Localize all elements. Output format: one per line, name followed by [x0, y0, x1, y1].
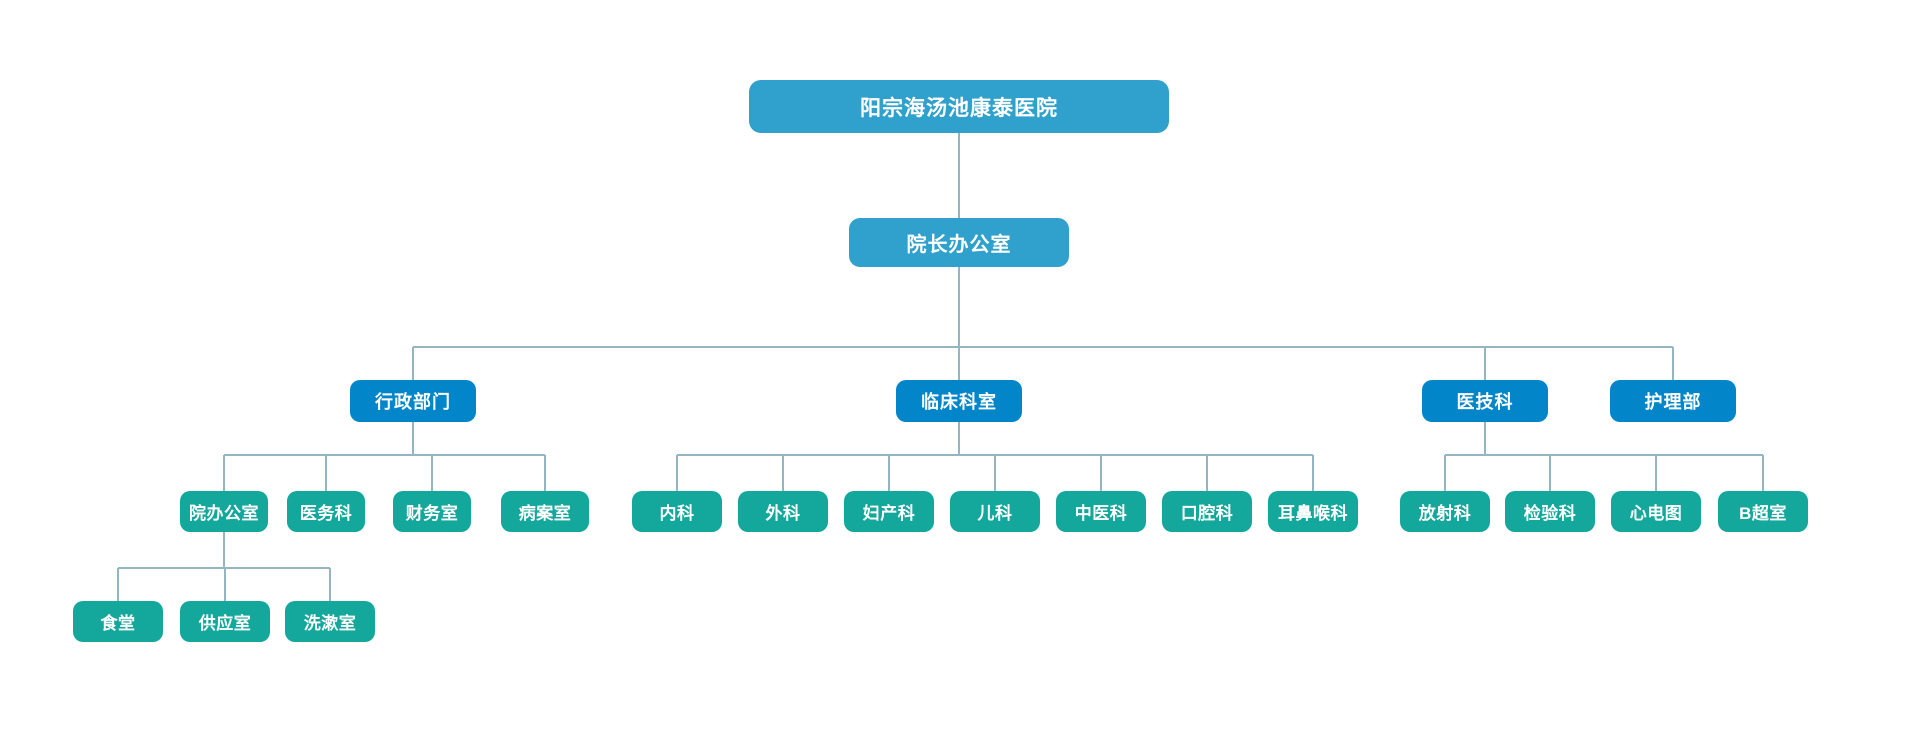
connector-admin-children	[223, 422, 546, 491]
node-admin-division[interactable]: 行政部门	[350, 380, 476, 422]
node-director-office[interactable]: 院长办公室	[849, 218, 1069, 267]
node-supply-room[interactable]: 供应室	[180, 601, 270, 642]
node-dentistry[interactable]: 口腔科	[1162, 491, 1252, 532]
node-obstetrics[interactable]: 妇产科	[844, 491, 934, 532]
connector-office-children	[117, 532, 331, 601]
node-medtech-division[interactable]: 医技科	[1422, 380, 1548, 422]
node-ecg[interactable]: 心电图	[1611, 491, 1701, 532]
node-washroom[interactable]: 洗漱室	[285, 601, 375, 642]
node-clinical-division[interactable]: 临床科室	[896, 380, 1022, 422]
node-medical-records[interactable]: 病案室	[501, 491, 589, 532]
node-internal-medicine[interactable]: 内科	[632, 491, 722, 532]
node-nursing-division[interactable]: 护理部	[1610, 380, 1736, 422]
node-tcm[interactable]: 中医科	[1056, 491, 1146, 532]
node-hospital-root[interactable]: 阳宗海汤池康泰医院	[749, 80, 1169, 133]
node-hospital-office[interactable]: 院办公室	[180, 491, 268, 532]
node-ultrasound[interactable]: B超室	[1718, 491, 1808, 532]
node-ent[interactable]: 耳鼻喉科	[1268, 491, 1358, 532]
connector-clinical-children	[676, 422, 1314, 491]
node-medical-affairs[interactable]: 医务科	[287, 491, 365, 532]
connector-medtech-children	[1444, 422, 1764, 491]
node-radiology[interactable]: 放射科	[1400, 491, 1490, 532]
node-pediatrics[interactable]: 儿科	[950, 491, 1040, 532]
node-canteen[interactable]: 食堂	[73, 601, 163, 642]
connector-director-branches	[412, 267, 1674, 380]
node-finance-office[interactable]: 财务室	[393, 491, 471, 532]
node-surgery[interactable]: 外科	[738, 491, 828, 532]
node-laboratory[interactable]: 检验科	[1505, 491, 1595, 532]
